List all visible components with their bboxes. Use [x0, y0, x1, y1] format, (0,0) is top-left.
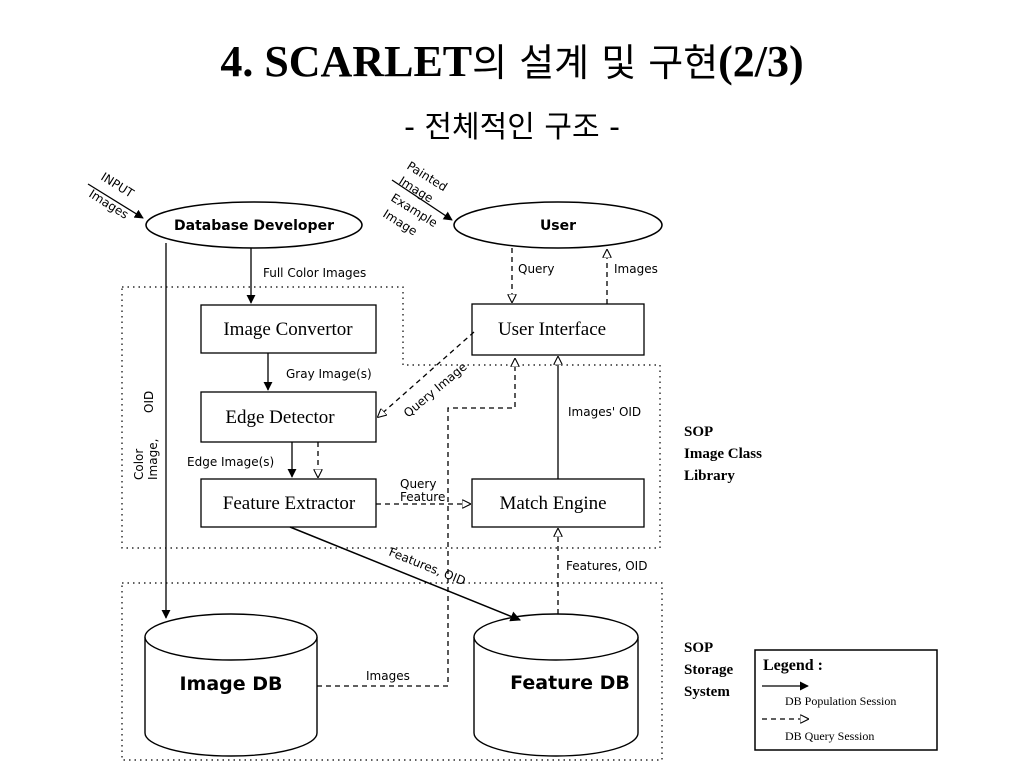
edge-query-feature-label-2: Feature: [400, 490, 445, 504]
developer-ellipse: [145, 201, 363, 249]
page-title: 4. SCARLET의 설계 및 구현(2/3): [0, 37, 1024, 86]
developer-label: Database Developer: [174, 218, 334, 234]
title-korean: 의 설계 및 구현: [472, 41, 719, 85]
match-engine-label: Match Engine: [499, 493, 606, 514]
edge-color-image-oid-label-3: OID: [142, 391, 156, 413]
edge-color-image-oid-label-2: Image,: [146, 439, 160, 480]
region-storage-system: [121, 582, 663, 761]
legend-population-label: DB Population Session: [785, 694, 896, 708]
title-main: 4. SCARLET: [220, 37, 473, 86]
region-icl-label-3: Library: [684, 468, 735, 484]
edge-features-oid-diagonal: [289, 526, 521, 622]
image-db-cylinder: [144, 613, 318, 757]
edge-query-image-label: Query Image: [401, 360, 470, 421]
edge-gray-images-label: Gray Image(s): [286, 367, 372, 381]
input-images-arrow: [87, 183, 144, 219]
match-engine-box: [471, 478, 645, 528]
legend-query-label: DB Query Session: [785, 729, 874, 743]
edge-color-image-oid-label-1: Color: [132, 449, 146, 480]
user-ellipse: [453, 201, 663, 249]
edge-detector-box: [200, 391, 377, 443]
edge-features-oid-label: Features, OID: [566, 559, 647, 573]
title-suffix: (2/3): [718, 37, 804, 86]
edge-query-feature-label-1: Query: [400, 477, 436, 491]
edge-images-db-label: Images: [366, 669, 410, 683]
image-convertor-box: [200, 304, 377, 354]
user-label: User: [540, 218, 576, 234]
legend-title: Legend :: [763, 657, 823, 674]
region-ss-label-2: Storage: [684, 662, 733, 678]
edge-full-color-label: Full Color Images: [263, 266, 366, 280]
edge-detector-label: Edge Detector: [225, 407, 335, 428]
edge-images-db-to-ui: [317, 359, 515, 687]
region-ss-label-3: System: [684, 684, 730, 700]
region-icl-label-1: SOP: [684, 424, 713, 440]
region-icl-label-2: Image Class: [684, 446, 762, 462]
page-subtitle: - 전체적인 구조 -: [404, 110, 620, 145]
feature-extractor-label: Feature Extractor: [223, 493, 356, 514]
painted-image-arrow: [391, 179, 453, 221]
edge-images-oid-label: Images' OID: [568, 405, 641, 419]
image-db-label: Image DB: [179, 673, 282, 695]
user-interface-label: User Interface: [498, 319, 606, 340]
legend-box: [754, 649, 938, 751]
image-convertor-label: Image Convertor: [223, 319, 353, 340]
edge-images-to-user-label: Images: [614, 262, 658, 276]
region-image-class-library: [121, 286, 661, 549]
edge-query-label: Query: [518, 262, 554, 276]
edge-edge-images-label: Edge Image(s): [187, 455, 274, 469]
feature-db-cylinder: [473, 613, 639, 757]
region-ss-label-1: SOP: [684, 640, 713, 656]
feature-extractor-box: [200, 478, 377, 528]
edge-query-image: [378, 331, 475, 417]
user-interface-box: [471, 303, 645, 356]
feature-db-label: Feature DB: [510, 672, 630, 694]
